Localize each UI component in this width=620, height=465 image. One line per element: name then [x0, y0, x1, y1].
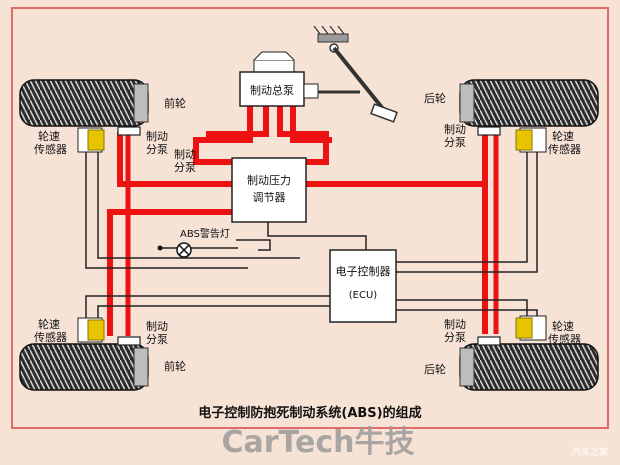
abs-warning-lamp-icon	[157, 242, 192, 258]
caliper-label-rb-1: 制动	[444, 318, 466, 331]
pressure-modulator	[231, 157, 307, 223]
sensor-label-rt-1: 轮速	[552, 129, 574, 143]
front-wheel-top-label: 前轮	[164, 96, 186, 110]
front-wheel-bottom-label: 前轮	[164, 359, 186, 373]
ecu-box	[329, 249, 397, 323]
sensor-front-bottom	[77, 317, 105, 343]
caliper-label-ft-2: 分泵	[146, 143, 168, 156]
caliper-label-rb-2: 分泵	[444, 331, 466, 344]
wheel-rear-bottom	[459, 343, 599, 391]
sensor-wires	[85, 150, 538, 318]
ecu-label-line1: 电子控制器	[336, 264, 391, 278]
sensor-rear-top	[515, 127, 547, 153]
rear-wheel-bottom-label: 后轮	[424, 362, 446, 376]
sensor-label-rb-1: 轮速	[552, 319, 574, 333]
abs-lamp-label: ABS警告灯	[180, 227, 230, 240]
outer-frame	[11, 7, 609, 429]
credit-watermark: 汽车之家	[572, 446, 608, 458]
sensor-label-rb-2: 传感器	[548, 333, 581, 346]
modulator-label-line1: 制动压力	[247, 174, 291, 187]
caliper-label-rt-2: 分泵	[444, 136, 466, 149]
sensor-label-ft-2: 传感器	[34, 143, 67, 156]
wheel-rear-top	[459, 79, 599, 127]
master-cylinder	[239, 51, 319, 107]
sensor-label-ft-1: 轮速	[38, 129, 60, 143]
brake-lines	[107, 106, 488, 336]
modulator-label-line2: 调节器	[253, 191, 286, 204]
caliper-label-fb-2: 分泵	[146, 333, 168, 346]
wheel-front-bottom	[19, 343, 149, 391]
master-cylinder-label: 制动总泵	[250, 83, 294, 97]
caliper-label-rt-1: 制动	[444, 123, 466, 136]
sensor-rear-bottom	[515, 315, 547, 341]
caliper-label-mid-2: 分泵	[174, 161, 196, 174]
sensor-label-fb-2: 传感器	[34, 331, 67, 344]
rear-wheel-top-label: 后轮	[424, 91, 446, 105]
caliper-label-ft-1: 制动	[146, 130, 168, 143]
caliper-label-fb-1: 制动	[146, 320, 168, 333]
diagram-caption: 电子控制防抱死制动系统(ABS)的组成	[198, 405, 421, 421]
wheel-front-top	[19, 79, 149, 127]
ecu-label-line2: (ECU)	[349, 290, 378, 301]
sensor-label-fb-1: 轮速	[38, 317, 60, 331]
cartech-watermark-logo: CarTech牛技	[221, 425, 414, 460]
sensor-label-rt-2: 传感器	[548, 143, 581, 156]
brake-pedal	[313, 25, 398, 123]
caliper-label-mid-1: 制动	[174, 148, 196, 161]
sensor-front-top	[77, 127, 105, 153]
calipers	[117, 126, 501, 346]
